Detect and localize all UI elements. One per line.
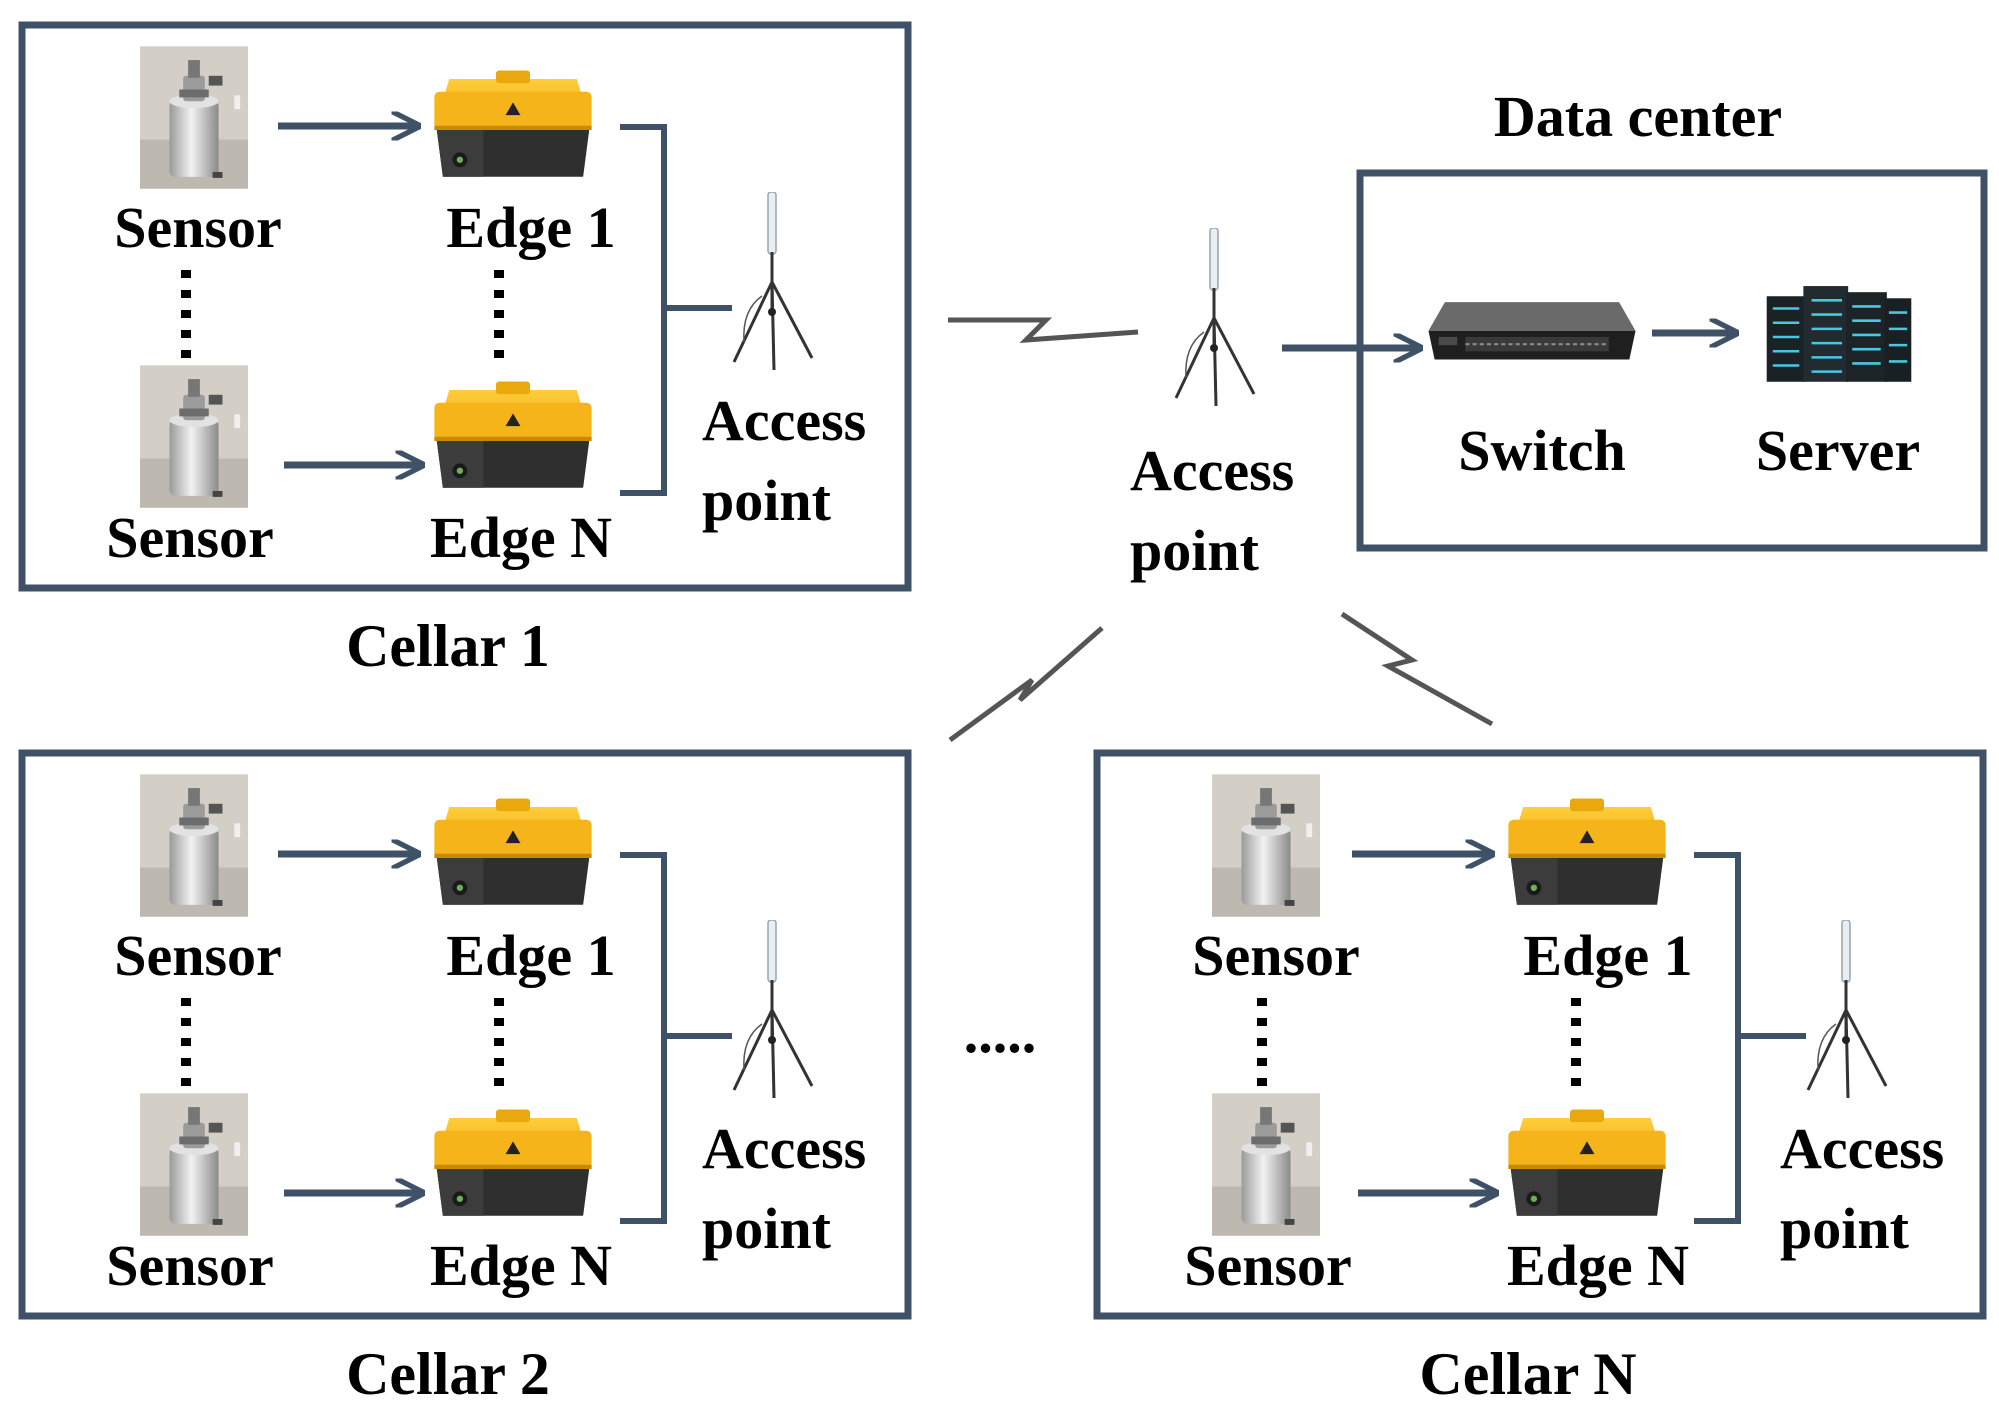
access-point-label: Access <box>1780 1116 1944 1181</box>
edge-bracket <box>1694 852 1806 1224</box>
access-point-label: point <box>1780 1196 1910 1261</box>
edge-device-icon <box>434 798 592 905</box>
access-point-label: point <box>702 468 832 533</box>
edge-label: Edge N <box>1507 1233 1689 1298</box>
cellar-title: Cellar 2 <box>346 1341 550 1407</box>
edge-device-icon <box>1508 1109 1666 1216</box>
cellar-n-box <box>1093 749 1987 1320</box>
edge-device-icon <box>434 1109 592 1216</box>
access-point-label: Access <box>1130 438 1294 503</box>
antenna-icon <box>1806 920 1888 1100</box>
edge-label: Edge N <box>430 505 612 570</box>
wireless-link-icon <box>948 626 1104 743</box>
sensor-label: Sensor <box>1192 923 1360 988</box>
sensor-label: Sensor <box>114 195 282 260</box>
network-switch-icon <box>1427 301 1637 361</box>
antenna-icon <box>1174 228 1256 408</box>
wireless-link-icon <box>948 317 1139 343</box>
access-point-label: point <box>1130 518 1260 583</box>
cellar-2-box <box>18 749 912 1320</box>
edge-device-icon <box>434 381 592 488</box>
wireless-link-icon <box>1340 611 1494 727</box>
sensor-icon <box>140 46 248 189</box>
sensor-icon <box>140 365 248 508</box>
sensor-label: Sensor <box>106 505 274 570</box>
edge-label: Edge 1 <box>1523 923 1692 988</box>
sensor-label: Sensor <box>1184 1233 1352 1298</box>
access-point-label: Access <box>702 388 866 453</box>
cellar-1-box <box>18 21 912 592</box>
sensor-label: Sensor <box>106 1233 274 1298</box>
edge-bracket <box>620 852 732 1224</box>
antenna-icon <box>732 192 814 372</box>
cellar-title: Cellar 1 <box>346 613 550 679</box>
cellar-n-group: Sensor Sensor Edge 1 Edge N Access point <box>1093 749 1987 1320</box>
sensor-icon <box>140 774 248 917</box>
edge-label: Edge N <box>430 1233 612 1298</box>
data-center-box <box>1356 169 1988 552</box>
more-cellars-ellipsis: ..... <box>964 1000 1037 1065</box>
edge-device-icon <box>434 70 592 177</box>
edge-label: Edge 1 <box>446 195 615 260</box>
edge-device-icon <box>1508 798 1666 905</box>
server-label: Server <box>1756 418 1920 483</box>
sensor-icon <box>1212 774 1320 917</box>
data-center-title: Data center <box>1494 84 1782 149</box>
cellar-2-group: Sensor Sensor Edge 1 Edge N Access point <box>18 749 912 1320</box>
cellar-1-group: Sensor Sensor Edge 1 Edge N Access point <box>18 21 912 592</box>
edge-bracket <box>620 124 732 496</box>
sensor-icon <box>140 1093 248 1236</box>
access-point-label: point <box>702 1196 832 1261</box>
cellar-title: Cellar N <box>1419 1341 1636 1407</box>
edge-label: Edge 1 <box>446 923 615 988</box>
switch-label: Switch <box>1458 418 1626 483</box>
sensor-icon <box>1212 1093 1320 1236</box>
antenna-icon <box>732 920 814 1100</box>
access-point-label: Access <box>702 1116 866 1181</box>
sensor-label: Sensor <box>114 923 282 988</box>
server-rack-icon <box>1765 284 1913 384</box>
